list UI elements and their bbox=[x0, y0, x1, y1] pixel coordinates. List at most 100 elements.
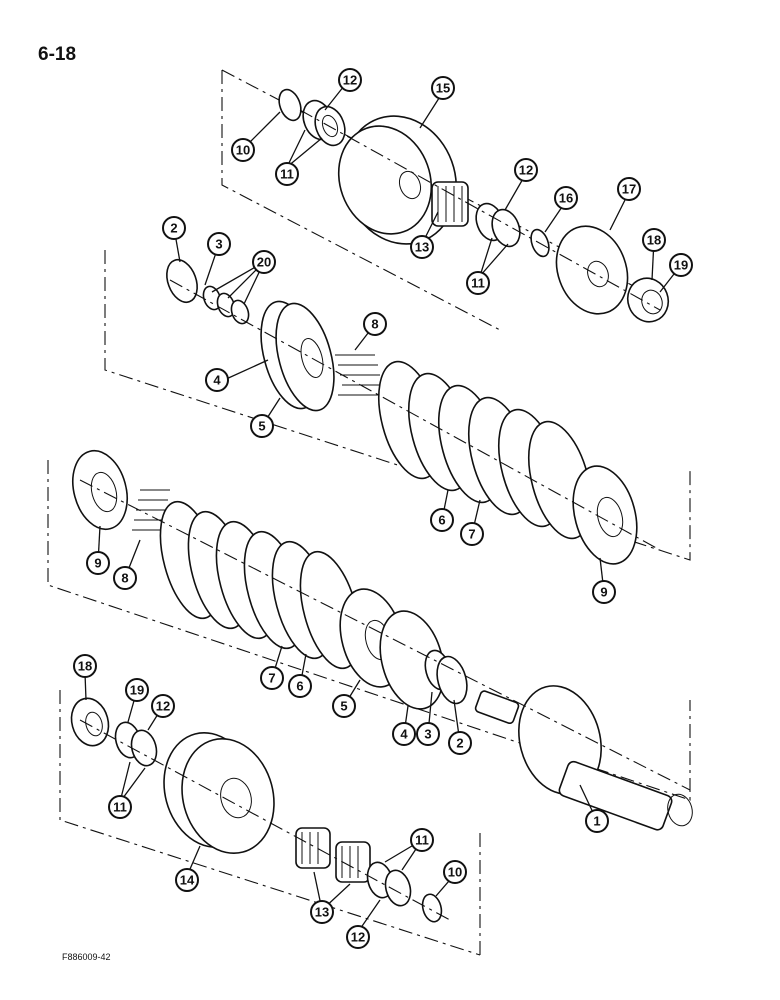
callout-label: 8 bbox=[371, 317, 378, 332]
springs-8-top bbox=[335, 354, 382, 396]
callout-label: 13 bbox=[315, 905, 329, 920]
callout-2-top: 2 bbox=[162, 216, 186, 240]
callout-3-bottom: 3 bbox=[416, 722, 440, 746]
callout-10-top: 10 bbox=[231, 138, 255, 162]
callout-label: 3 bbox=[215, 237, 222, 252]
callout-19-bottom: 19 bbox=[125, 678, 149, 702]
callout-5-top: 5 bbox=[250, 414, 274, 438]
callout-11-bottom-left: 11 bbox=[108, 795, 132, 819]
callout-8-bottom: 8 bbox=[113, 566, 137, 590]
callout-label: 14 bbox=[180, 873, 195, 888]
callout-5-bottom: 5 bbox=[332, 694, 356, 718]
callout-4-bottom: 4 bbox=[392, 722, 416, 746]
callout-label: 9 bbox=[94, 556, 101, 571]
callout-17: 17 bbox=[617, 177, 641, 201]
callout-9-right: 9 bbox=[592, 580, 616, 604]
seal-rings-20 bbox=[202, 285, 250, 325]
callout-label: 1 bbox=[593, 814, 600, 829]
ring-2-top bbox=[166, 258, 198, 304]
needle-bearing-13-top bbox=[431, 181, 469, 227]
callout-11-bottom-right: 11 bbox=[410, 828, 434, 852]
end-plate-9-bottom bbox=[72, 449, 128, 531]
callout-label: 12 bbox=[519, 163, 533, 178]
callout-13-bottom: 13 bbox=[310, 900, 334, 924]
callout-18-bottom: 18 bbox=[73, 654, 97, 678]
figure-code: F886009-42 bbox=[62, 952, 111, 962]
clutch-pack-top bbox=[378, 360, 592, 540]
callout-label: 11 bbox=[113, 800, 127, 815]
callout-label: 11 bbox=[415, 833, 429, 848]
callout-label: 12 bbox=[343, 73, 357, 88]
callout-label: 5 bbox=[258, 419, 265, 434]
bearing-18-19-top bbox=[626, 277, 670, 323]
callout-12-bottom-right: 12 bbox=[346, 925, 370, 949]
callout-19-top: 19 bbox=[669, 253, 693, 277]
callout-label: 7 bbox=[268, 671, 275, 686]
callout-label: 3 bbox=[424, 727, 431, 742]
callout-label: 5 bbox=[340, 699, 347, 714]
springs-8-bottom bbox=[132, 489, 170, 531]
callout-label: 16 bbox=[559, 191, 573, 206]
callout-12-top: 12 bbox=[338, 68, 362, 92]
snap-ring-10-top bbox=[278, 88, 302, 122]
callout-label: 8 bbox=[121, 571, 128, 586]
callout-label: 18 bbox=[647, 233, 661, 248]
callout-label: 19 bbox=[674, 258, 688, 273]
gear-17 bbox=[555, 225, 629, 315]
callout-6-top: 6 bbox=[430, 508, 454, 532]
bearing-12-bottom-left bbox=[114, 721, 158, 767]
callout-label: 7 bbox=[468, 527, 475, 542]
callout-label: 10 bbox=[236, 143, 250, 158]
callout-label: 6 bbox=[296, 679, 303, 694]
clutch-pack-bottom bbox=[159, 500, 361, 670]
callout-14: 14 bbox=[175, 868, 199, 892]
gear-14 bbox=[163, 731, 275, 855]
gear-15 bbox=[337, 115, 458, 245]
bearing-12-mid bbox=[475, 202, 521, 248]
bearing-18-19-bottom bbox=[70, 697, 110, 747]
end-plate-9-top bbox=[572, 465, 638, 565]
callout-label: 4 bbox=[400, 727, 408, 742]
callout-11-top: 11 bbox=[275, 162, 299, 186]
axis-lines bbox=[79, 109, 691, 921]
callout-label: 12 bbox=[351, 930, 365, 945]
callout-1: 1 bbox=[585, 809, 609, 833]
callout-label: 4 bbox=[213, 373, 221, 388]
page-number: 6-18 bbox=[38, 44, 77, 65]
callout-label: 19 bbox=[130, 683, 144, 698]
piston-4-5-top bbox=[260, 300, 335, 412]
callout-label: 11 bbox=[471, 276, 485, 291]
callout-label: 13 bbox=[415, 240, 429, 255]
callout-label: 2 bbox=[170, 221, 177, 236]
shaft-hub-1 bbox=[474, 685, 693, 831]
callout-12-mid: 12 bbox=[514, 158, 538, 182]
callout-6-bottom: 6 bbox=[288, 674, 312, 698]
callout-8-top: 8 bbox=[363, 312, 387, 336]
callout-16: 16 bbox=[554, 186, 578, 210]
callout-label: 17 bbox=[622, 182, 636, 197]
callout-11-mid: 11 bbox=[466, 271, 490, 295]
callout-7-bottom: 7 bbox=[260, 666, 284, 690]
callout-20: 20 bbox=[252, 250, 276, 274]
callout-10-bottom: 10 bbox=[443, 860, 467, 884]
callout-12-bottom-left: 12 bbox=[151, 694, 175, 718]
snap-ring-10-bottom bbox=[421, 893, 443, 923]
callout-label: 15 bbox=[436, 81, 450, 96]
callout-18-top: 18 bbox=[642, 228, 666, 252]
bearing-12-bottom-right bbox=[366, 861, 412, 907]
callout-4-top: 4 bbox=[205, 368, 229, 392]
callout-label: 2 bbox=[456, 736, 463, 751]
callout-label: 6 bbox=[438, 513, 445, 528]
needle-bearings-13-bottom bbox=[295, 827, 371, 883]
callout-label: 18 bbox=[78, 659, 92, 674]
callout-2-bottom: 2 bbox=[448, 731, 472, 755]
callout-label: 11 bbox=[280, 167, 294, 182]
callout-9-left: 9 bbox=[86, 551, 110, 575]
callout-label: 10 bbox=[448, 865, 462, 880]
callout-label: 20 bbox=[257, 255, 271, 270]
callout-3-top: 3 bbox=[207, 232, 231, 256]
callout-13-top: 13 bbox=[410, 235, 434, 259]
rings-3-2-bottom bbox=[424, 649, 468, 705]
callout-7-top: 7 bbox=[460, 522, 484, 546]
